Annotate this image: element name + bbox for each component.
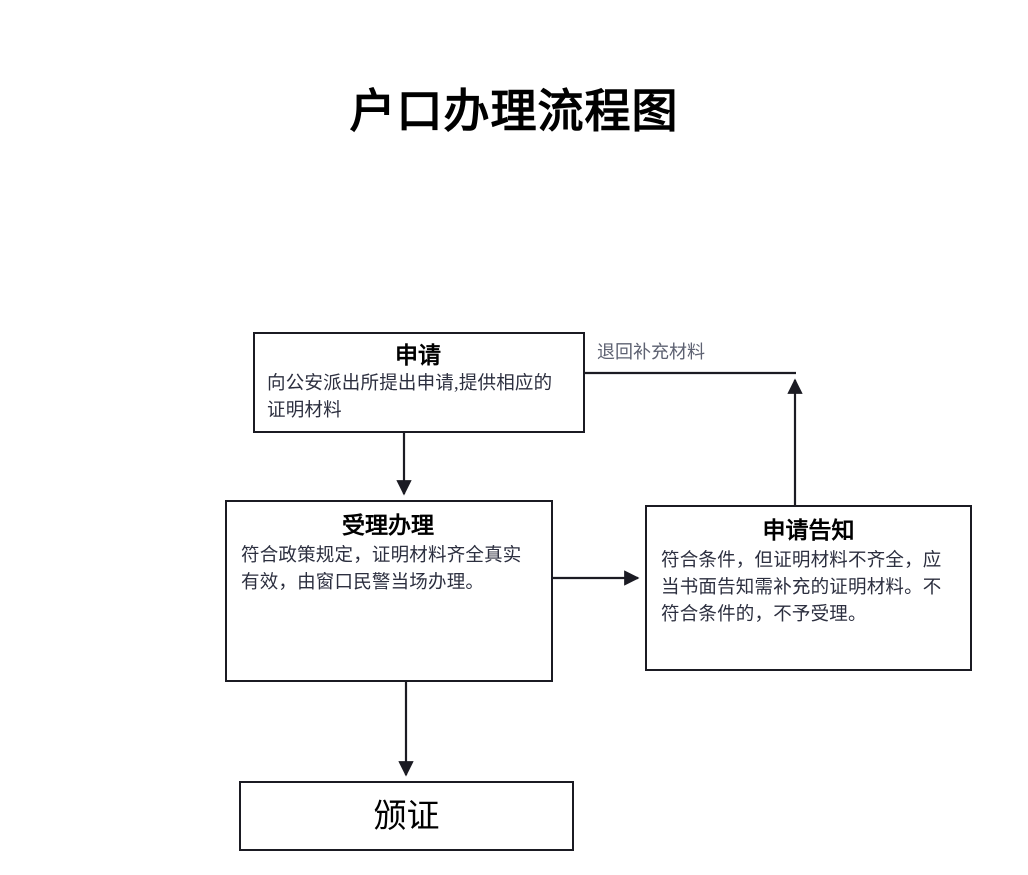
node-accept-body-line-1: 符合政策规定，证明材料齐全真实 — [241, 546, 522, 566]
node-notify-heading: 申请告知 — [762, 517, 855, 543]
page-title: 户口办理流程图 — [349, 85, 679, 137]
node-notify-body-line-1: 符合条件，但证明材料不齐全，应 — [661, 551, 942, 571]
node-notify-body-line-2: 当书面告知需补充的证明材料。不 — [661, 578, 942, 598]
node-apply-body-line-2: 证明材料 — [267, 401, 342, 421]
node-issue[interactable]: 颁证 — [239, 781, 574, 851]
node-apply[interactable]: 申请 向公安派出所提出申请,提供相应的 证明材料 — [253, 332, 585, 433]
node-accept-heading: 受理办理 — [342, 512, 434, 538]
node-accept-body-line-2: 有效，由窗口民警当场办理。 — [241, 573, 485, 593]
edge-label-return-materials: 退回补充材料 — [597, 342, 705, 362]
node-apply-body-line-1: 向公安派出所提出申请,提供相应的 — [267, 374, 553, 394]
node-apply-heading: 申请 — [395, 342, 441, 368]
node-issue-heading: 颁证 — [373, 797, 440, 834]
node-accept[interactable]: 受理办理 符合政策规定，证明材料齐全真实 有效，由窗口民警当场办理。 — [225, 500, 553, 682]
node-notify-body-line-3: 符合条件的，不予受理。 — [661, 605, 867, 625]
node-notify[interactable]: 申请告知 符合条件，但证明材料不齐全，应 当书面告知需补充的证明材料。不 符合条… — [645, 505, 972, 671]
